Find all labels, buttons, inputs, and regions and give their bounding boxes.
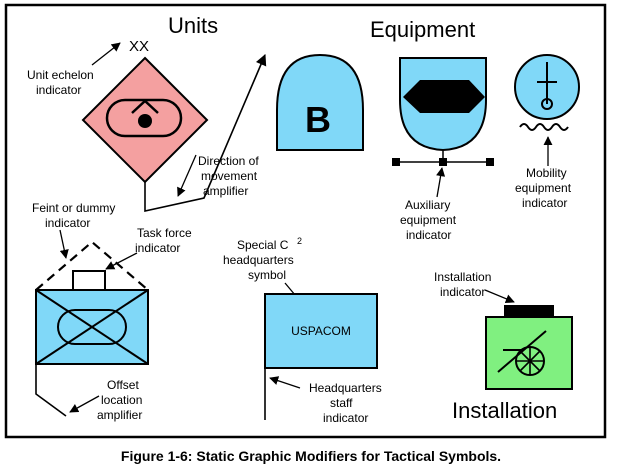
task-force-label: Task force indicator — [135, 226, 195, 255]
installation-arrow — [484, 289, 515, 304]
unit-echelon-label: Unit echelon indicator — [27, 68, 97, 97]
heading-installation: Installation — [452, 398, 557, 423]
figure-caption: Figure 1-6: Static Graphic Modifiers for… — [121, 448, 501, 464]
figure-frame — [4, 3, 607, 439]
auxiliary-square-mid — [439, 158, 447, 166]
mobility-wave — [519, 123, 569, 131]
feint-dashed-hat — [35, 240, 149, 291]
offset-arrow — [69, 395, 100, 413]
equipment-b-shape — [276, 53, 364, 151]
installation-frame — [485, 316, 573, 390]
equipment-b-symbol: B — [276, 53, 364, 151]
equipment-u-symbol — [392, 57, 494, 166]
installation-slash — [497, 330, 547, 373]
movement-staff — [144, 53, 267, 212]
auxiliary-square-right — [486, 158, 494, 166]
feint-label: Feint or dummy indicator — [32, 201, 119, 230]
equipment-letter: B — [305, 99, 331, 140]
mobility-label: Mobility equipment indicator — [515, 166, 574, 210]
auxiliary-arrow — [436, 167, 446, 198]
unit-cross-2 — [35, 289, 149, 365]
offset-line — [35, 364, 67, 417]
hq-staff-arrow — [269, 376, 301, 389]
auxiliary-label: Auxiliary equipment indicator — [400, 198, 459, 242]
mobility-ring — [541, 98, 553, 110]
wheel-spoke-4 — [519, 350, 541, 372]
installation-symbol — [485, 305, 573, 390]
mobility-symbol — [514, 54, 580, 131]
heading-units: Units — [168, 13, 218, 38]
unit-oval — [105, 98, 183, 138]
unit-chevron — [131, 99, 159, 114]
task-force-arrow — [105, 252, 138, 270]
feint-unit-symbol — [35, 240, 149, 417]
installation-bar — [504, 305, 554, 317]
offset-label: Offset location amplifier — [97, 378, 146, 422]
hq-name: USPACOM — [291, 324, 351, 338]
installation-indicator-label: Installation indicator — [434, 270, 495, 299]
direction-label: Direction of movement amplifier — [198, 154, 262, 198]
echelon-marker: XX — [129, 38, 149, 55]
feint-arrow — [59, 229, 69, 259]
unit-echelon-arrow — [91, 42, 121, 66]
special-c2-label: Special C 2 headquarters symbol — [223, 233, 305, 282]
unit-oval-2 — [57, 309, 127, 345]
task-force-box — [72, 270, 106, 291]
hq-frame — [264, 293, 378, 369]
hq-symbol: USPACOM — [264, 293, 378, 420]
auxiliary-square-left — [392, 158, 400, 166]
unit-dot — [138, 114, 152, 128]
unit-symbol — [81, 56, 209, 184]
equipment-hexagon — [403, 80, 485, 113]
heading-equipment: Equipment — [370, 17, 475, 42]
direction-arrow — [177, 154, 197, 197]
hq-staff-label: Headquarters staff indicator — [309, 381, 385, 425]
